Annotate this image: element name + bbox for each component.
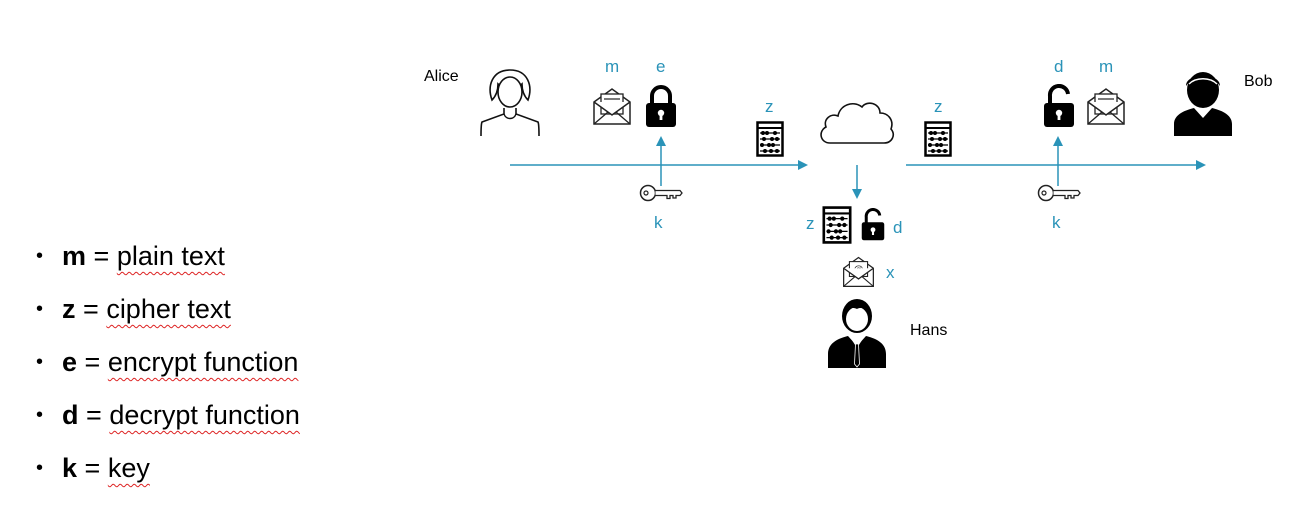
bob-key-icon xyxy=(1037,183,1081,203)
legend-item: • e = encrypt function xyxy=(36,344,300,397)
legend-item: • d = decrypt function xyxy=(36,397,300,450)
hans-x-label: x xyxy=(886,263,895,282)
right-abacus-icon xyxy=(924,121,952,157)
cloud-icon xyxy=(820,102,894,144)
legend-definition: encrypt function xyxy=(107,347,299,377)
legend-item: • k = key xyxy=(36,450,300,503)
bob-d-label: d xyxy=(1054,57,1064,76)
legend-symbol: m xyxy=(62,241,87,271)
bob-m-label: m xyxy=(1099,57,1114,76)
legend-definition: plain text xyxy=(116,241,225,271)
legend-definition: key xyxy=(107,453,150,483)
bob-label: Bob xyxy=(1244,73,1273,90)
legend-equals: = xyxy=(84,347,101,377)
hans-z-label: z xyxy=(806,214,815,233)
legend-equals: = xyxy=(93,241,110,271)
bob-unlock-icon xyxy=(1042,84,1076,128)
legend-definition: decrypt function xyxy=(109,400,300,430)
hans-unlock-icon xyxy=(860,208,886,241)
legend-item: • m = plain text xyxy=(36,238,300,291)
bullet-icon: • xyxy=(36,351,44,373)
hans-person-icon xyxy=(828,299,886,368)
legend-symbol: d xyxy=(62,400,79,430)
hans-d-label: d xyxy=(893,218,903,237)
z-left-label: z xyxy=(765,97,774,116)
legend-equals: = xyxy=(86,400,102,430)
alice-e-label: e xyxy=(656,57,666,76)
z-right-label: z xyxy=(934,97,943,116)
bob-person-icon xyxy=(1174,72,1232,136)
alice-person-icon xyxy=(480,69,540,137)
alice-m-label: m xyxy=(605,57,620,76)
legend-equals: = xyxy=(84,453,101,483)
alice-lock-icon xyxy=(644,84,678,128)
alice-envelope-icon xyxy=(592,86,632,126)
legend-item: • z = cipher text xyxy=(36,291,300,344)
alice-k-label: k xyxy=(654,213,663,232)
bullet-icon: • xyxy=(36,245,44,267)
left-abacus-icon xyxy=(756,121,784,157)
legend-list: • m = plain text • z = cipher text • e = en… xyxy=(36,238,300,503)
bob-envelope-icon xyxy=(1086,86,1126,126)
hans-email-icon xyxy=(842,255,875,288)
bob-k-label: k xyxy=(1052,213,1061,232)
bullet-icon: • xyxy=(36,298,44,320)
legend-symbol: e xyxy=(62,347,78,377)
bullet-icon: • xyxy=(36,457,44,479)
hans-label: Hans xyxy=(910,322,948,339)
legend-equals: = xyxy=(83,294,99,324)
alice-label: Alice xyxy=(424,68,459,85)
legend-symbol: z xyxy=(62,294,76,324)
legend-symbol: k xyxy=(62,453,78,483)
hans-abacus-icon xyxy=(822,206,852,244)
alice-key-icon xyxy=(639,183,683,203)
bullet-icon: • xyxy=(36,404,44,426)
legend-definition: cipher text xyxy=(106,294,231,324)
